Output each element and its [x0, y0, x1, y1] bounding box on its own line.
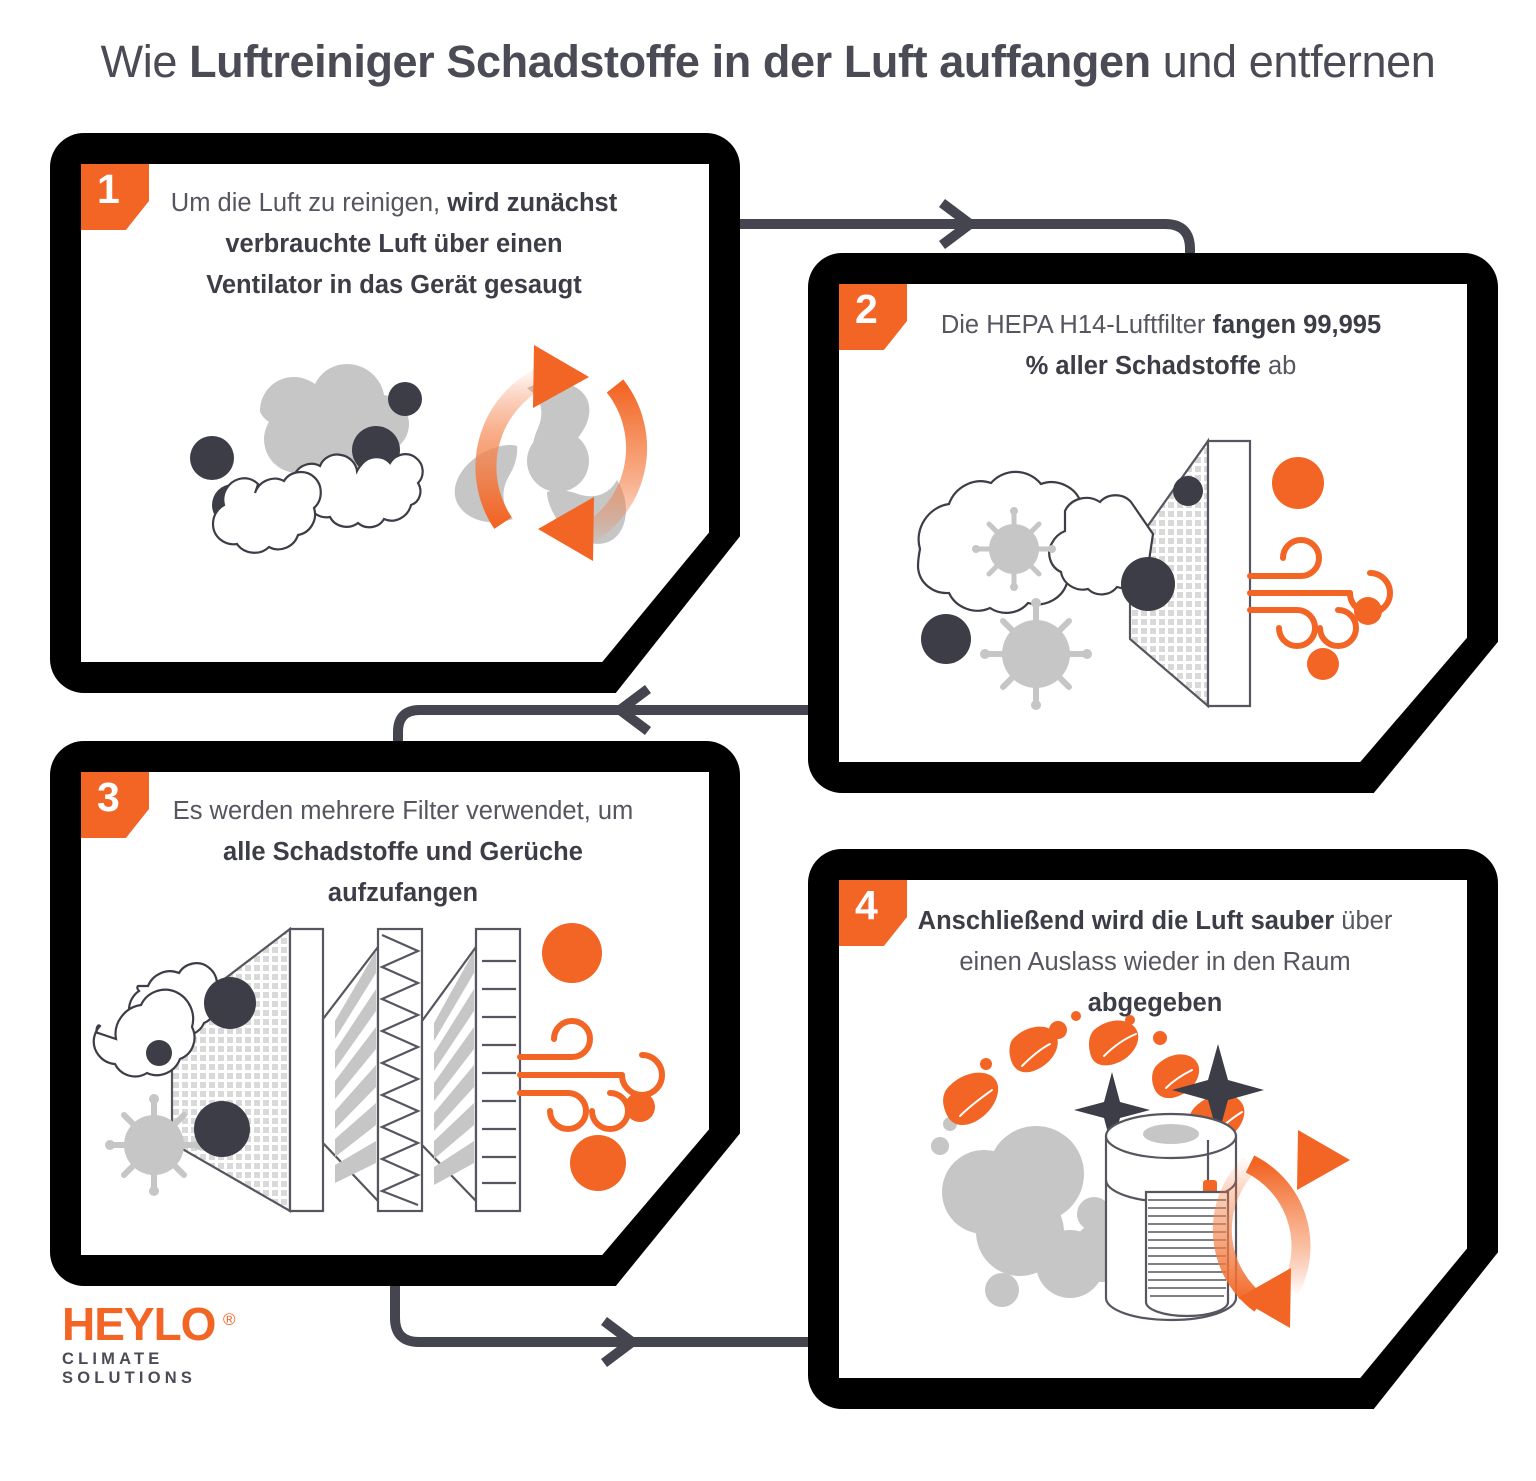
air-circulation-arrows-orange [1212, 1130, 1350, 1328]
step-number-1: 1 [97, 166, 120, 212]
clean-particles-orange [542, 923, 655, 1191]
registered-trademark-icon: ® [222, 1310, 235, 1329]
step-2-text-tail: ab [1260, 352, 1297, 380]
particle-dots-dark [921, 476, 1203, 664]
particle-dots-dark [146, 977, 256, 1157]
step-4-text-bold: Anschließend wird die Luft sauber [917, 907, 1335, 935]
step-card-4[interactable]: 4 Anschließend wird die Luft sauber über… [808, 849, 1498, 1409]
virus-icons-gray [972, 507, 1092, 710]
step-2-text-bold: fangen 99,995 % aller Schadstoffe [1025, 311, 1382, 380]
step3-illustration-filter-stack [92, 911, 700, 1231]
sparkle-icons-dark [1074, 1044, 1264, 1148]
residual-dust-clouds-gray [931, 1117, 1132, 1307]
clean-airflow-orange [517, 1018, 665, 1132]
rotation-arrows-orange [475, 345, 648, 561]
step-3-text-lead: Es werden mehrere Filter verwendet, um [172, 797, 634, 825]
page-title-part3: und entfernen [1150, 36, 1436, 87]
filter-stage-pleated-2 [420, 943, 478, 1204]
step-number-3: 3 [97, 774, 120, 820]
step-4-text-mid: über einen Auslass wieder in den Raum [959, 907, 1393, 976]
step-4-text-bold2: abgegeben [1087, 989, 1223, 1017]
brand-logo-tagline: CLIMATE SOLUTIONS [62, 1350, 197, 1387]
filter-stage-slotted [474, 927, 522, 1213]
step-card-1[interactable]: 1 Um die Luft zu reinigen, wird zunächst… [50, 133, 740, 693]
step-number-badge-2: 2 [839, 284, 907, 350]
clean-airflow-orange [1247, 537, 1393, 649]
page-title: Wie Luftreiniger Schadstoffe in der Luft… [0, 34, 1536, 90]
connector-step3-to-step4 [390, 1257, 850, 1367]
filter-stage-zigzag [376, 927, 424, 1213]
page-title-part2: Luftreiniger Schadstoffe in der Luft auf… [189, 36, 1151, 87]
step-card-2-text: Die HEPA H14-Luftfilter fangen 99,995 % … [926, 305, 1396, 387]
step1-illustration-fan [165, 333, 695, 633]
step-card-3[interactable]: 3 Es werden mehrere Filter verwendet, um… [50, 741, 740, 1286]
clean-particles-orange [1272, 457, 1382, 680]
brand-logo: HEYLO ® CLIMATE SOLUTIONS [62, 1300, 292, 1388]
air-purifier-device [1104, 1112, 1238, 1322]
step-2-text-lead: Die HEPA H14-Luftfilter [940, 311, 1213, 339]
step-number-badge-3: 3 [81, 772, 149, 838]
virus-icon-gray [105, 1094, 204, 1196]
step4-illustration-air-purifier [898, 1004, 1408, 1344]
step-card-2[interactable]: 2 Die HEPA H14-Luftfilter fangen 99,995 … [808, 253, 1498, 793]
step-1-text-bold: wird zunächst verbrauchte Luft über eine… [206, 189, 618, 299]
brand-logo-wordmark: HEYLO ® [62, 1298, 235, 1350]
filter-stage-pleated [321, 943, 380, 1204]
connector-step1-to-step2 [695, 199, 1195, 290]
step2-illustration-hepa-filter [898, 421, 1418, 721]
page-title-part1: Wie [100, 36, 190, 87]
step-number-4: 4 [855, 882, 878, 928]
step-1-text-lead: Um die Luft zu reinigen, [170, 189, 448, 217]
step-card-1-text: Um die Luft zu reinigen, wird zunächst v… [168, 183, 620, 306]
brand-logo-text: HEYLO [62, 1298, 216, 1350]
step-card-3-text: Es werden mehrere Filter verwendet, um a… [158, 791, 648, 914]
clean-cloud-outline [211, 453, 424, 554]
step-card-4-text: Anschließend wird die Luft sauber über e… [890, 901, 1420, 1024]
connector-step2-to-step3 [393, 685, 845, 777]
step-3-text-bold: alle Schadstoffe und Gerüche aufzufangen [223, 838, 583, 907]
step-number-2: 2 [855, 286, 878, 332]
